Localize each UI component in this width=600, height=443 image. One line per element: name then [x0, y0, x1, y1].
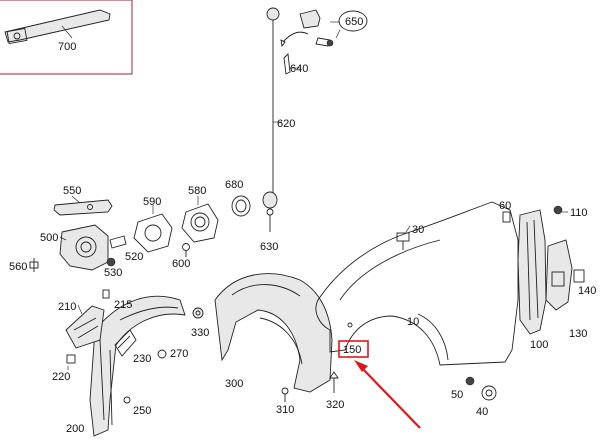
- part-140-clip[interactable]: [573, 269, 585, 283]
- label-130[interactable]: 130: [569, 328, 587, 340]
- part-330-nut[interactable]: [192, 307, 204, 319]
- label-560[interactable]: 560: [9, 261, 27, 273]
- label-270[interactable]: 270: [170, 348, 188, 360]
- label-550[interactable]: 550: [63, 185, 81, 197]
- label-10[interactable]: 10: [407, 316, 419, 328]
- label-520[interactable]: 520: [125, 251, 143, 263]
- part-310-screw[interactable]: [281, 387, 289, 402]
- label-40[interactable]: 40: [476, 406, 488, 418]
- inset-box-700: 700: [0, 0, 133, 75]
- part-250-screw[interactable]: [123, 396, 131, 404]
- part-320-screw[interactable]: [329, 371, 339, 393]
- part-600-screw[interactable]: [182, 243, 190, 258]
- label-215[interactable]: 215: [114, 299, 132, 311]
- label-250[interactable]: 250: [133, 405, 151, 417]
- part-60-screw[interactable]: [502, 211, 511, 223]
- label-530[interactable]: 530: [104, 267, 122, 279]
- label-300[interactable]: 300: [225, 378, 243, 390]
- label-580[interactable]: 580: [188, 185, 206, 197]
- part-560-screw[interactable]: [29, 258, 39, 272]
- label-220[interactable]: 220: [52, 371, 70, 383]
- label-30[interactable]: 30: [412, 224, 424, 236]
- label-110[interactable]: 110: [570, 207, 588, 219]
- part-580-plate[interactable]: [181, 196, 219, 243]
- label-630[interactable]: 630: [260, 241, 278, 253]
- part-640-clip[interactable]: [283, 53, 300, 75]
- part-10-fender[interactable]: [315, 201, 519, 366]
- part-680-ring[interactable]: [231, 195, 251, 217]
- label-60[interactable]: 60: [499, 200, 511, 212]
- part-590-gasket[interactable]: [133, 205, 173, 253]
- part-100-side-panel[interactable]: [517, 209, 547, 335]
- part-210-liner-panel[interactable]: [65, 304, 105, 349]
- part-530-nut[interactable]: [106, 257, 116, 267]
- part-215-clip[interactable]: [102, 289, 110, 299]
- part-300-liner[interactable]: [214, 273, 333, 393]
- highlight-arrow: [354, 360, 421, 429]
- part-50-nut[interactable]: [465, 376, 475, 386]
- label-620[interactable]: 620: [277, 118, 295, 130]
- part-110-screw[interactable]: [553, 205, 568, 215]
- label-230[interactable]: 230: [133, 353, 151, 365]
- part-220-clip[interactable]: [66, 354, 76, 370]
- part-200-wheel-arch-liner[interactable]: [89, 295, 186, 437]
- label-150[interactable]: 150: [343, 344, 361, 356]
- part-500-actuator[interactable]: [59, 224, 127, 271]
- label-210[interactable]: 210: [58, 301, 76, 313]
- label-50[interactable]: 50: [451, 389, 463, 401]
- label-140[interactable]: 140: [578, 285, 596, 297]
- label-330[interactable]: 330: [191, 327, 209, 339]
- part-40-grommet[interactable]: [481, 385, 497, 401]
- part-130-bracket[interactable]: [545, 239, 573, 311]
- label-500[interactable]: 500: [40, 232, 58, 244]
- part-270-clip[interactable]: [157, 349, 167, 359]
- label-600[interactable]: 600: [172, 258, 190, 270]
- label-100[interactable]: 100: [530, 339, 548, 351]
- part-650[interactable]: [299, 9, 368, 47]
- label-590[interactable]: 590: [143, 196, 161, 208]
- part-230-vent[interactable]: [114, 329, 137, 357]
- part-30-clip[interactable]: [396, 225, 411, 250]
- label-700[interactable]: 700: [58, 41, 76, 53]
- part-630-bolt[interactable]: [266, 208, 274, 232]
- label-320[interactable]: 320: [326, 399, 344, 411]
- label-310[interactable]: 310: [276, 404, 294, 416]
- label-200[interactable]: 200: [66, 423, 84, 435]
- strap-part-700[interactable]: [4, 9, 111, 44]
- highlight-box-150: [338, 340, 369, 358]
- label-680[interactable]: 680: [225, 179, 243, 191]
- part-620-support-rod[interactable]: [262, 7, 309, 209]
- label-650[interactable]: 650: [345, 16, 363, 28]
- part-550-bracket[interactable]: [53, 195, 113, 216]
- label-640[interactable]: 640: [290, 63, 308, 75]
